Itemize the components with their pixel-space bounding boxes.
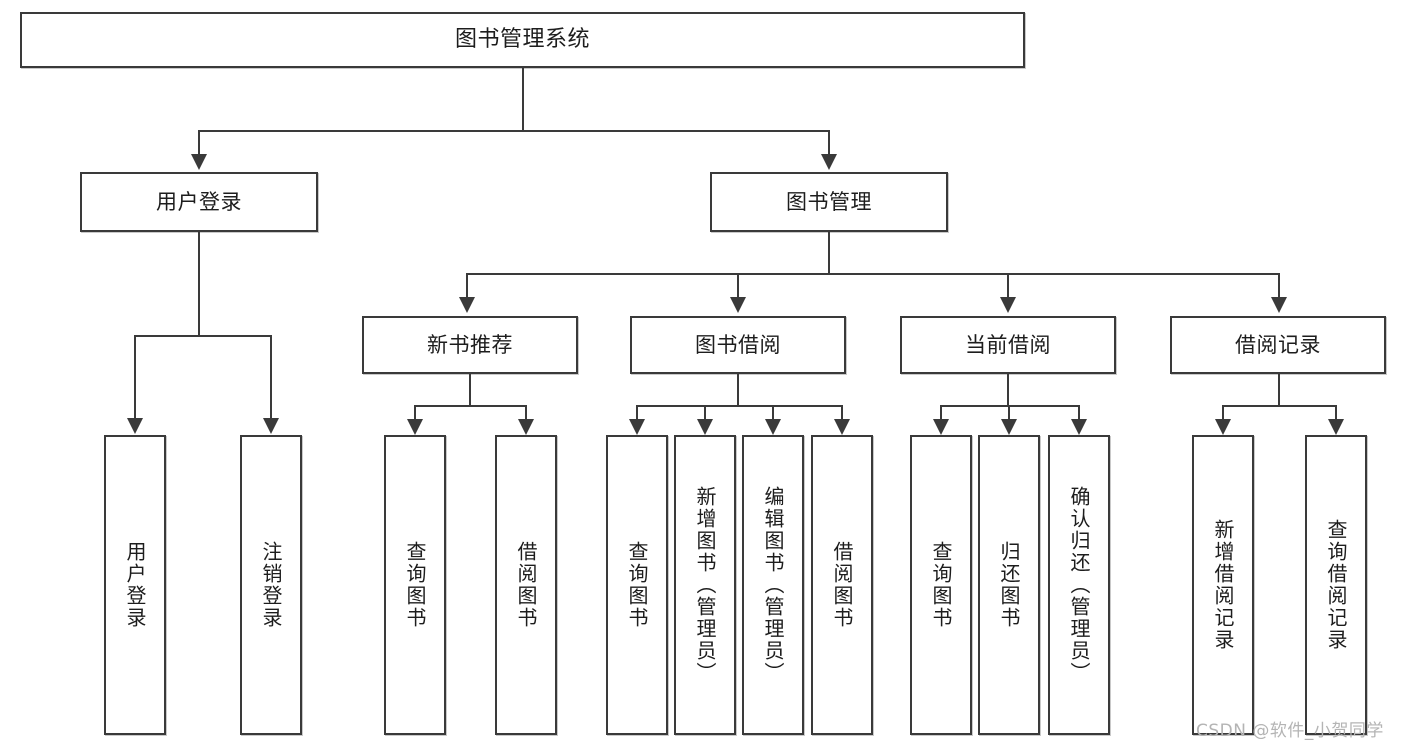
edge-bb-to-leaf-2 xyxy=(772,405,774,421)
arrow-root-to-book-management xyxy=(821,154,837,170)
edge-current-borrow-stem xyxy=(1007,374,1009,406)
arrow-root-to-user-login xyxy=(191,154,207,170)
edge-bm-to-level3-1 xyxy=(737,273,739,299)
arrow-nbr-to-leaf-0 xyxy=(407,419,423,435)
arrow-cb-to-leaf-0 xyxy=(933,419,949,435)
arrow-br-to-leaf-1 xyxy=(1328,419,1344,435)
leaf-user-login-login[interactable]: 用户登录 xyxy=(104,435,166,735)
node-label: 图书管理 xyxy=(786,189,872,214)
csdn-watermark: CSDN @软件_小贺同学 xyxy=(1196,721,1384,741)
edge-root-split-bar xyxy=(198,130,830,132)
edge-borrow-record-stem xyxy=(1278,374,1280,406)
arrow-bm-to-level3-0 xyxy=(459,297,475,313)
edge-book-borrow-split-bar xyxy=(636,405,843,407)
edge-bm-to-level3-3 xyxy=(1278,273,1280,299)
node-label: 当前借阅 xyxy=(965,332,1051,357)
node-book-borrow[interactable]: 图书借阅 xyxy=(630,316,846,374)
leaf-new-book-rec-query-book[interactable]: 查询图书 xyxy=(384,435,446,735)
arrow-user-login-to-leaf-1 xyxy=(263,418,279,434)
leaf-label: 注销登录 xyxy=(259,541,283,629)
edge-borrow-record-split-bar xyxy=(1222,405,1337,407)
leaf-label: 借阅图书 xyxy=(830,541,854,629)
leaf-label: 编辑图书（管理员） xyxy=(761,486,785,684)
node-new-book-recommend[interactable]: 新书推荐 xyxy=(362,316,578,374)
leaf-user-login-logout[interactable]: 注销登录 xyxy=(240,435,302,735)
leaf-label: 用户登录 xyxy=(123,541,147,629)
arrow-bm-to-level3-1 xyxy=(730,297,746,313)
node-book-management[interactable]: 图书管理 xyxy=(710,172,948,232)
edge-book-borrow-stem xyxy=(737,374,739,406)
leaf-label: 新增图书（管理员） xyxy=(693,486,717,684)
edge-cb-to-leaf-1 xyxy=(1008,405,1010,421)
arrow-cb-to-leaf-2 xyxy=(1071,419,1087,435)
leaf-label: 借阅图书 xyxy=(514,541,538,629)
arrow-user-login-to-leaf-0 xyxy=(127,418,143,434)
leaf-label: 归还图书 xyxy=(997,541,1021,629)
edge-bb-to-leaf-3 xyxy=(841,405,843,421)
node-current-borrow[interactable]: 当前借阅 xyxy=(900,316,1116,374)
leaf-label: 查询借阅记录 xyxy=(1324,519,1348,651)
leaf-current-borrow-query-book[interactable]: 查询图书 xyxy=(910,435,972,735)
edge-br-to-leaf-1 xyxy=(1335,405,1337,421)
edge-nbr-to-leaf-0 xyxy=(414,405,416,421)
edge-root-to-user-login xyxy=(198,130,200,156)
edge-cb-to-leaf-0 xyxy=(940,405,942,421)
arrow-nbr-to-leaf-1 xyxy=(518,419,534,435)
edge-br-to-leaf-0 xyxy=(1222,405,1224,421)
edge-user-login-to-leaf-0 xyxy=(134,335,136,420)
arrow-cb-to-leaf-1 xyxy=(1001,419,1017,435)
leaf-label: 查询图书 xyxy=(929,541,953,629)
node-borrow-record[interactable]: 借阅记录 xyxy=(1170,316,1386,374)
edge-user-login-to-leaf-1 xyxy=(270,335,272,420)
edge-book-management-stem xyxy=(828,232,830,274)
arrow-bm-to-level3-3 xyxy=(1271,297,1287,313)
edge-current-borrow-split-bar xyxy=(940,405,1080,407)
edge-user-login-split-bar xyxy=(134,335,272,337)
edge-bm-to-level3-0 xyxy=(466,273,468,299)
leaf-book-borrow-edit-book-admin[interactable]: 编辑图书（管理员） xyxy=(742,435,804,735)
node-user-login[interactable]: 用户登录 xyxy=(80,172,318,232)
leaf-current-borrow-confirm-return-admin[interactable]: 确认归还（管理员） xyxy=(1048,435,1110,735)
edge-user-login-stem xyxy=(198,232,200,336)
leaf-book-borrow-query-book[interactable]: 查询图书 xyxy=(606,435,668,735)
edge-new-book-rec-stem xyxy=(469,374,471,406)
edge-bm-to-level3-2 xyxy=(1007,273,1009,299)
leaf-borrow-record-query-record[interactable]: 查询借阅记录 xyxy=(1305,435,1367,735)
node-label: 新书推荐 xyxy=(427,332,513,357)
node-label: 图书借阅 xyxy=(695,332,781,357)
edge-root-stem xyxy=(522,68,524,131)
edge-new-book-rec-split-bar xyxy=(414,405,527,407)
arrow-bb-to-leaf-3 xyxy=(834,419,850,435)
arrow-br-to-leaf-0 xyxy=(1215,419,1231,435)
node-label: 图书管理系统 xyxy=(454,27,590,53)
leaf-book-borrow-borrow-book[interactable]: 借阅图书 xyxy=(811,435,873,735)
node-root-book-management-system[interactable]: 图书管理系统 xyxy=(20,12,1025,68)
leaf-book-borrow-add-book-admin[interactable]: 新增图书（管理员） xyxy=(674,435,736,735)
edge-bb-to-leaf-0 xyxy=(636,405,638,421)
leaf-label: 新增借阅记录 xyxy=(1211,519,1235,651)
edge-nbr-to-leaf-1 xyxy=(525,405,527,421)
edge-bb-to-leaf-1 xyxy=(704,405,706,421)
leaf-new-book-rec-borrow-book[interactable]: 借阅图书 xyxy=(495,435,557,735)
edge-cb-to-leaf-2 xyxy=(1078,405,1080,421)
arrow-bb-to-leaf-2 xyxy=(765,419,781,435)
leaf-borrow-record-add-record[interactable]: 新增借阅记录 xyxy=(1192,435,1254,735)
node-label: 借阅记录 xyxy=(1235,332,1321,357)
arrow-bb-to-leaf-0 xyxy=(629,419,645,435)
edge-book-management-split-bar xyxy=(466,273,1280,275)
node-label: 用户登录 xyxy=(156,189,242,214)
arrow-bb-to-leaf-1 xyxy=(697,419,713,435)
leaf-current-borrow-return-book[interactable]: 归还图书 xyxy=(978,435,1040,735)
leaf-label: 查询图书 xyxy=(403,541,427,629)
arrow-bm-to-level3-2 xyxy=(1000,297,1016,313)
edge-root-to-book-management xyxy=(828,130,830,156)
leaf-label: 确认归还（管理员） xyxy=(1067,486,1091,684)
leaf-label: 查询图书 xyxy=(625,541,649,629)
